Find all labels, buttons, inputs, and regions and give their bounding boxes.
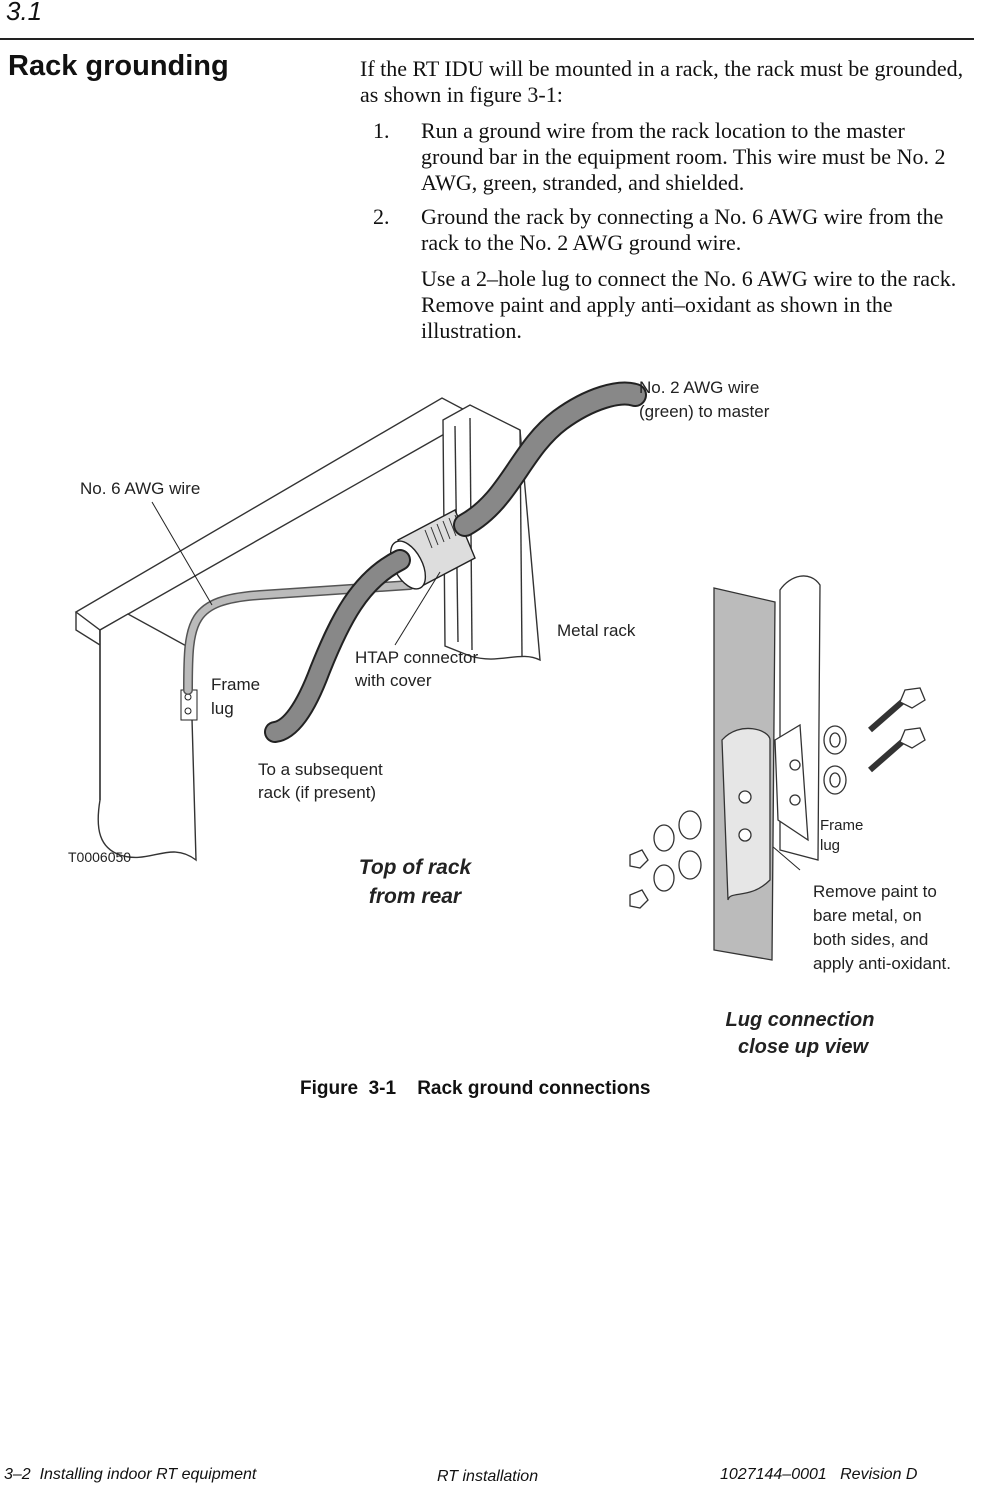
step-text: Ground the rack by connecting a No. 6 AW…	[421, 204, 944, 255]
figure-labels: No. 2 AWG wire (green) to master No. 6 A…	[68, 378, 951, 1058]
subsequent-label-1: To a subsequent	[258, 760, 383, 779]
step-number: 2.	[373, 204, 390, 229]
footer-center: RT installation	[437, 1468, 539, 1485]
step-number: 1.	[373, 118, 390, 143]
figure-caption: Figure 3-1 Rack ground connections	[300, 1078, 651, 1099]
step-subparagraph: Use a 2–hole lug to connect the No. 6 AW…	[421, 266, 957, 343]
remove-label-1: Remove paint to	[813, 882, 937, 901]
top-view-title-1: Top of rack	[359, 856, 473, 879]
closeup-title-2: close up view	[738, 1036, 869, 1058]
section-number: 3.1	[6, 0, 43, 26]
remove-label-2: bare metal, on	[813, 906, 922, 925]
rack-ground-figure: No. 2 AWG wire (green) to master No. 6 A…	[68, 378, 951, 1058]
remove-label-4: apply anti-oxidant.	[813, 954, 951, 973]
top-view-title-2: from rear	[369, 885, 463, 908]
subsequent-label-2: rack (if present)	[258, 783, 376, 802]
side-heading: Rack grounding	[8, 50, 229, 82]
step-2: 2. Ground the rack by connecting a No. 6…	[360, 204, 972, 344]
lug-closeup	[629, 575, 926, 961]
htap-label-2: with cover	[354, 671, 432, 690]
no2-label-1: No. 2 AWG wire	[639, 378, 759, 397]
footer-left: 3–2 Installing indoor RT equipment	[4, 1466, 257, 1483]
lug-frame-label-2: lug	[820, 837, 840, 854]
step-text: Run a ground wire from the rack location…	[421, 118, 946, 195]
frame-lug-left	[180, 689, 198, 721]
intro-paragraph: If the RT IDU will be mounted in a rack,…	[360, 56, 964, 107]
htap-label-1: HTAP connector	[355, 648, 478, 667]
header-rule	[0, 38, 974, 40]
step-1: 1. Run a ground wire from the rack locat…	[360, 118, 972, 196]
closeup-title-1: Lug connection	[726, 1009, 875, 1031]
body-text: If the RT IDU will be mounted in a rack,…	[360, 56, 972, 352]
remove-label-3: both sides, and	[813, 930, 928, 949]
lug-frame-label-1: Frame	[820, 817, 863, 834]
footer-right: 1027144–0001 Revision D	[720, 1466, 918, 1483]
metal-rack-label: Metal rack	[557, 621, 636, 640]
no2-label-2: (green) to master	[639, 402, 770, 421]
part-id: T0006050	[68, 849, 131, 865]
no6-label: No. 6 AWG wire	[80, 479, 200, 498]
frame-lug-label-1: Frame	[211, 675, 260, 694]
frame-lug-label-2: lug	[211, 699, 234, 718]
